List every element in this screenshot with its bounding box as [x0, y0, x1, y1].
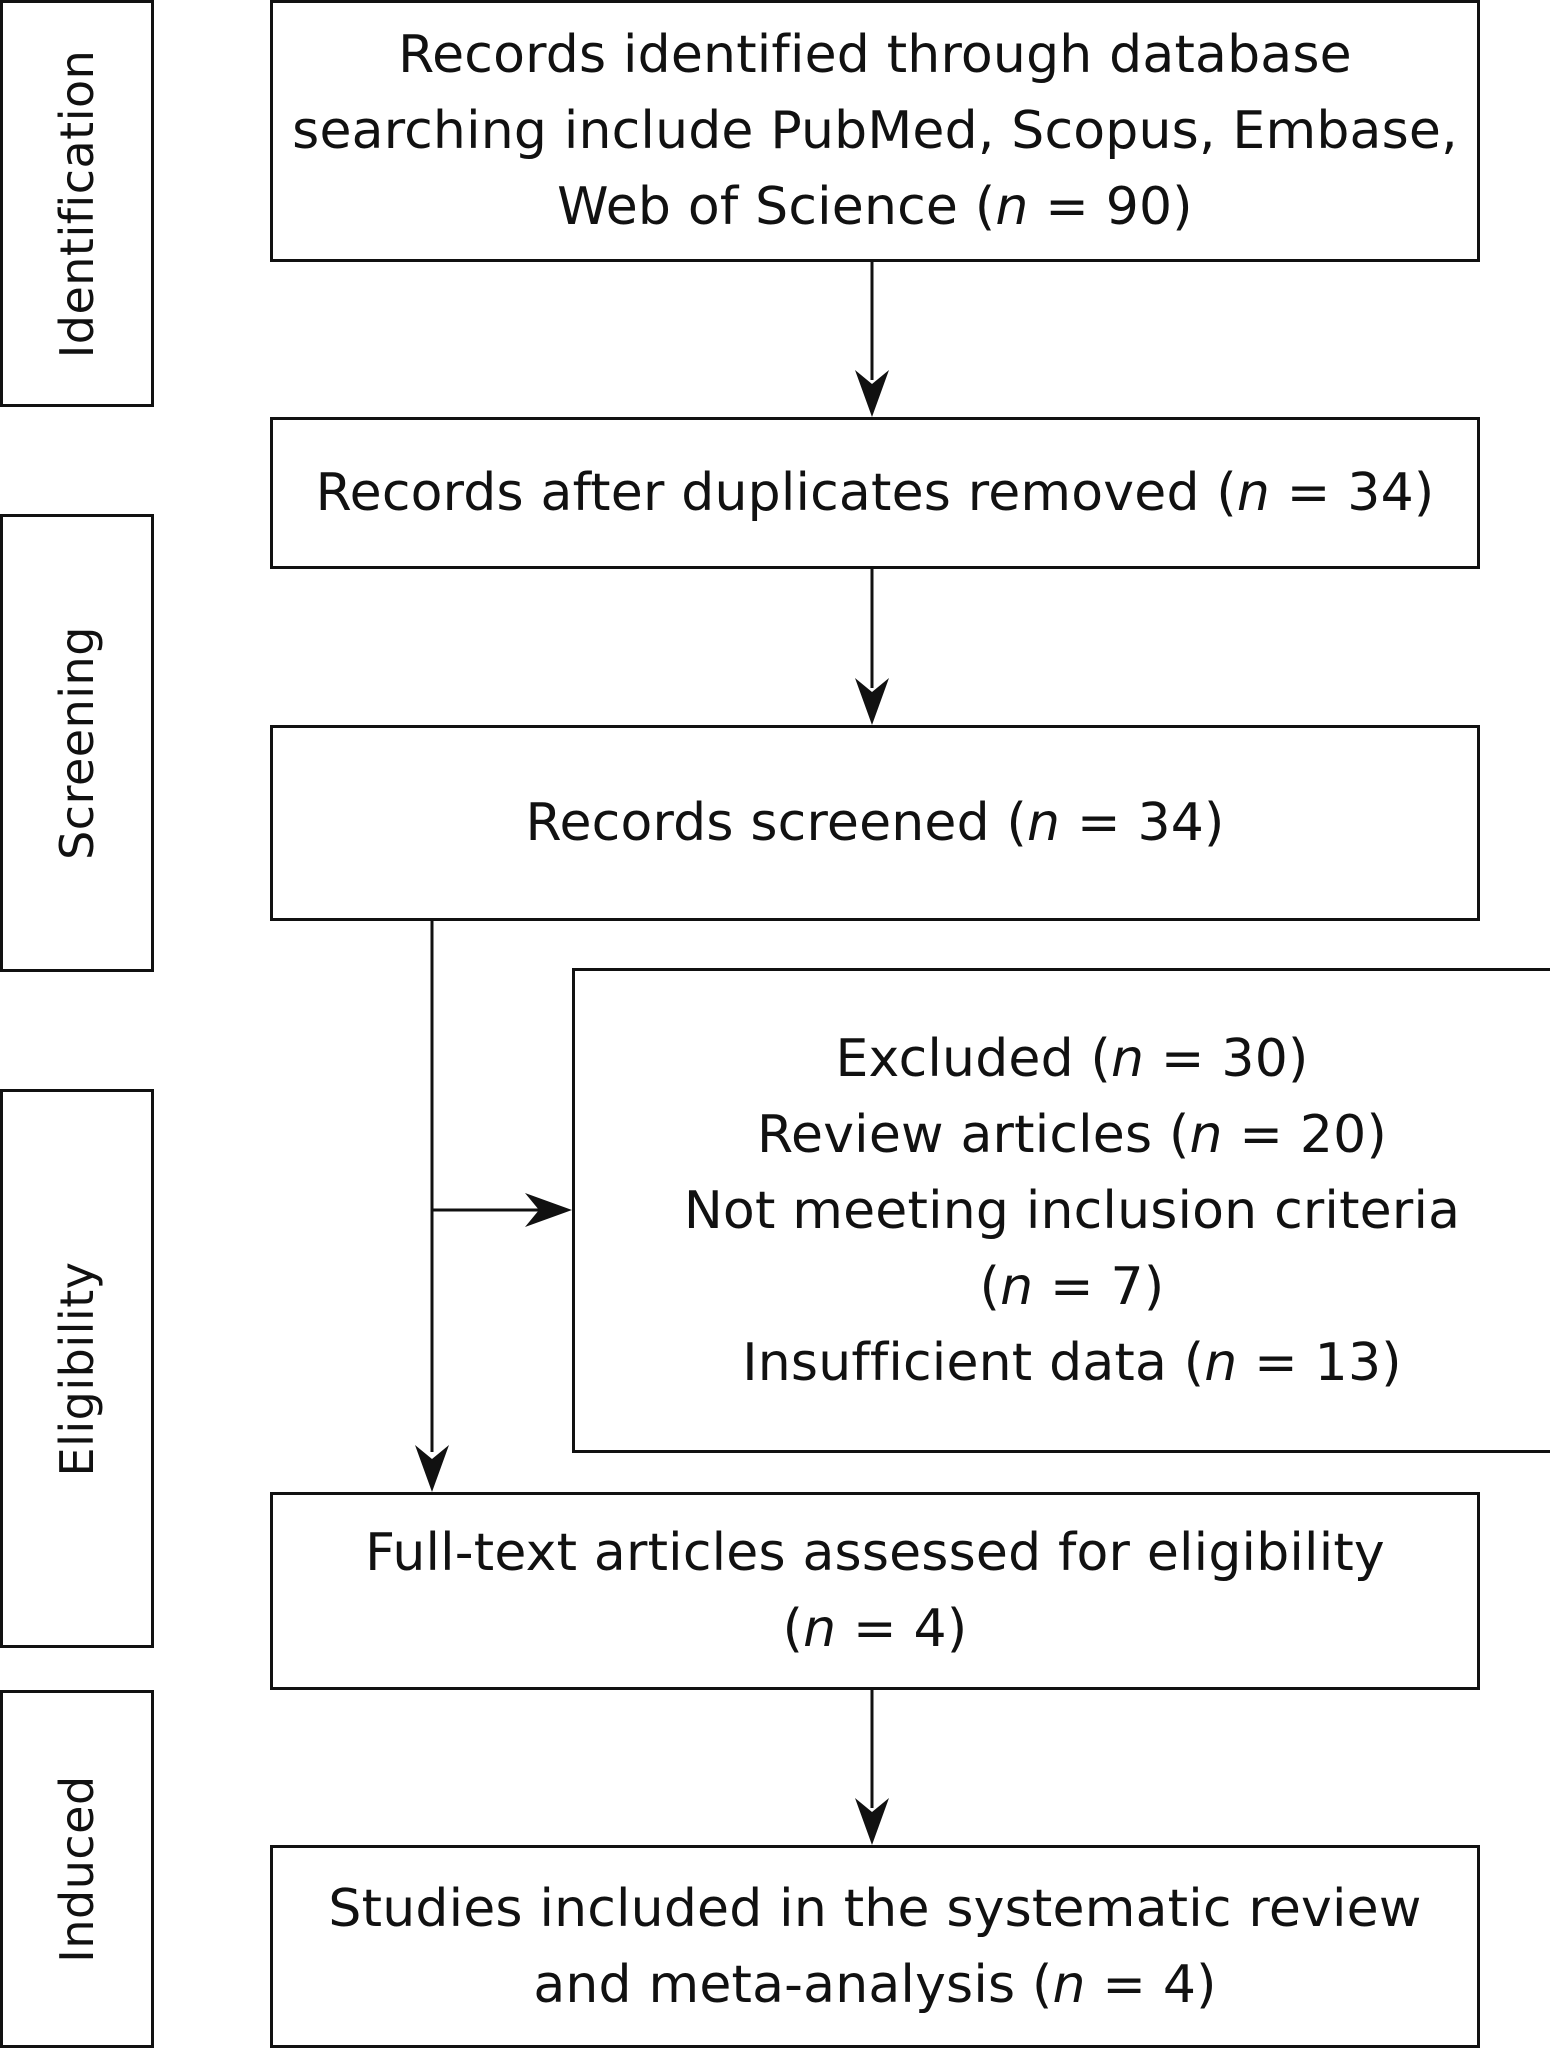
- box-records-identified: Records identified through database sear…: [270, 0, 1480, 262]
- excluded-not-meeting-count: (n = 7): [979, 1256, 1165, 1317]
- stage-eligibility: Eligibility: [0, 1089, 154, 1648]
- identified-line-2: searching include PubMed, Scopus, Embase…: [292, 101, 1458, 161]
- arrowhead-included: [855, 1798, 889, 1845]
- arrowhead-screened: [855, 678, 889, 725]
- identified-line-3: Web of Science (n = 90): [557, 177, 1193, 237]
- duplicates-line: Records after duplicates removed (n = 34…: [315, 463, 1435, 523]
- included-line-2: and meta-analysis (n = 4): [533, 1954, 1217, 2015]
- excluded-review-articles: Review articles (n = 20): [757, 1104, 1387, 1165]
- arrowhead-fulltext: [415, 1445, 449, 1492]
- box-fulltext-assessed: Full-text articles assessed for eligibil…: [270, 1492, 1480, 1690]
- excluded-insufficient-data: Insufficient data (n = 13): [742, 1332, 1402, 1393]
- excluded-not-meeting-criteria: Not meeting inclusion criteria: [683, 1180, 1461, 1241]
- excluded-total: Excluded (n = 30): [835, 1028, 1309, 1089]
- stage-screening: Screening: [0, 514, 154, 972]
- box-excluded: Excluded (n = 30) Review articles (n = 2…: [572, 968, 1550, 1453]
- screened-line: Records screened (n = 34): [525, 793, 1225, 853]
- box-studies-included: Studies included in the systematic revie…: [270, 1845, 1480, 2048]
- box-duplicates-removed: Records after duplicates removed (n = 34…: [270, 417, 1480, 569]
- box-records-screened: Records screened (n = 34): [270, 725, 1480, 921]
- fulltext-line-2: (n = 4): [782, 1599, 968, 1659]
- arrowhead-duplicates: [855, 370, 889, 417]
- arrowhead-excluded: [525, 1193, 572, 1227]
- stage-identification: Identification: [0, 0, 154, 407]
- included-line-1: Studies included in the systematic revie…: [328, 1878, 1422, 1939]
- stage-included: Induced: [0, 1690, 154, 2048]
- fulltext-line-1: Full-text articles assessed for eligibil…: [365, 1523, 1385, 1583]
- identified-line-1: Records identified through database: [398, 25, 1352, 85]
